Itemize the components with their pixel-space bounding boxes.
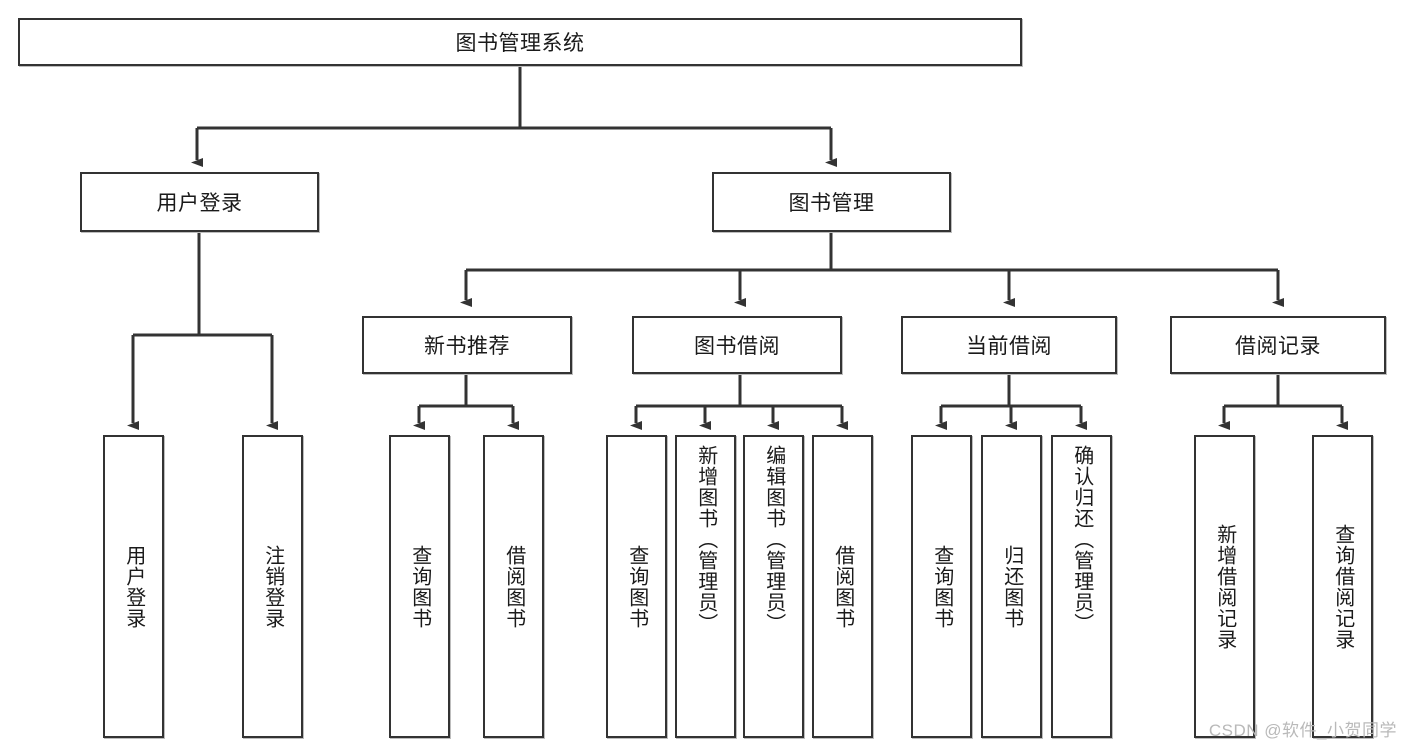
node-current-borrow[interactable]: 当前借阅: [901, 316, 1117, 374]
node-label: 注销登录: [261, 544, 284, 629]
node-user-login[interactable]: 用户登录: [80, 172, 319, 232]
node-label: 新增借阅记录: [1213, 523, 1236, 650]
leaf-new-book-query-book[interactable]: 查询图书: [389, 435, 450, 738]
watermark: CSDN @软件_小贺同学: [1208, 721, 1397, 740]
leaf-book-borrow-edit-book-admin[interactable]: 编辑图书（管理员）: [743, 435, 804, 738]
node-label: 归还图书: [1000, 544, 1023, 629]
node-label: 新书推荐: [424, 335, 510, 358]
leaf-book-borrow-borrow-book[interactable]: 借阅图书: [812, 435, 873, 738]
leaf-user-login-login[interactable]: 用户登录: [103, 435, 164, 738]
leaf-book-borrow-add-book-admin[interactable]: 新增图书（管理员）: [675, 435, 736, 738]
node-label: 新增图书（管理员）: [694, 445, 717, 634]
leaf-user-login-logout[interactable]: 注销登录: [242, 435, 303, 738]
leaf-current-borrow-confirm-return-admin[interactable]: 确认归还（管理员）: [1051, 435, 1112, 738]
node-root-book-management-system[interactable]: 图书管理系统: [18, 18, 1022, 66]
leaf-book-borrow-query-book[interactable]: 查询图书: [606, 435, 667, 738]
node-label: 借阅图书: [502, 544, 525, 629]
node-label: 查询图书: [408, 544, 431, 629]
node-label: 图书借阅: [694, 335, 780, 358]
node-label: 借阅图书: [831, 544, 854, 629]
node-book-management[interactable]: 图书管理: [712, 172, 951, 232]
node-label: 确认归还（管理员）: [1070, 445, 1093, 634]
node-label: 查询借阅记录: [1331, 523, 1354, 650]
leaf-new-book-borrow-book[interactable]: 借阅图书: [483, 435, 544, 738]
leaf-current-borrow-query-book[interactable]: 查询图书: [911, 435, 972, 738]
leaf-current-borrow-return-book[interactable]: 归还图书: [981, 435, 1042, 738]
node-label: 查询图书: [625, 544, 648, 629]
node-new-book-recommend[interactable]: 新书推荐: [362, 316, 572, 374]
node-label: 编辑图书（管理员）: [762, 445, 785, 634]
node-label: 图书管理: [788, 192, 875, 215]
node-label: 查询图书: [930, 544, 953, 629]
node-label: 图书管理系统: [455, 32, 585, 55]
node-label: 借阅记录: [1235, 335, 1321, 358]
leaf-borrow-record-add-record[interactable]: 新增借阅记录: [1194, 435, 1255, 738]
node-label: 当前借阅: [966, 335, 1052, 358]
leaf-borrow-record-query-record[interactable]: 查询借阅记录: [1312, 435, 1373, 738]
node-borrow-record[interactable]: 借阅记录: [1170, 316, 1386, 374]
node-label: 用户登录: [122, 544, 145, 629]
node-label: 用户登录: [156, 192, 243, 215]
node-book-borrow[interactable]: 图书借阅: [632, 316, 842, 374]
